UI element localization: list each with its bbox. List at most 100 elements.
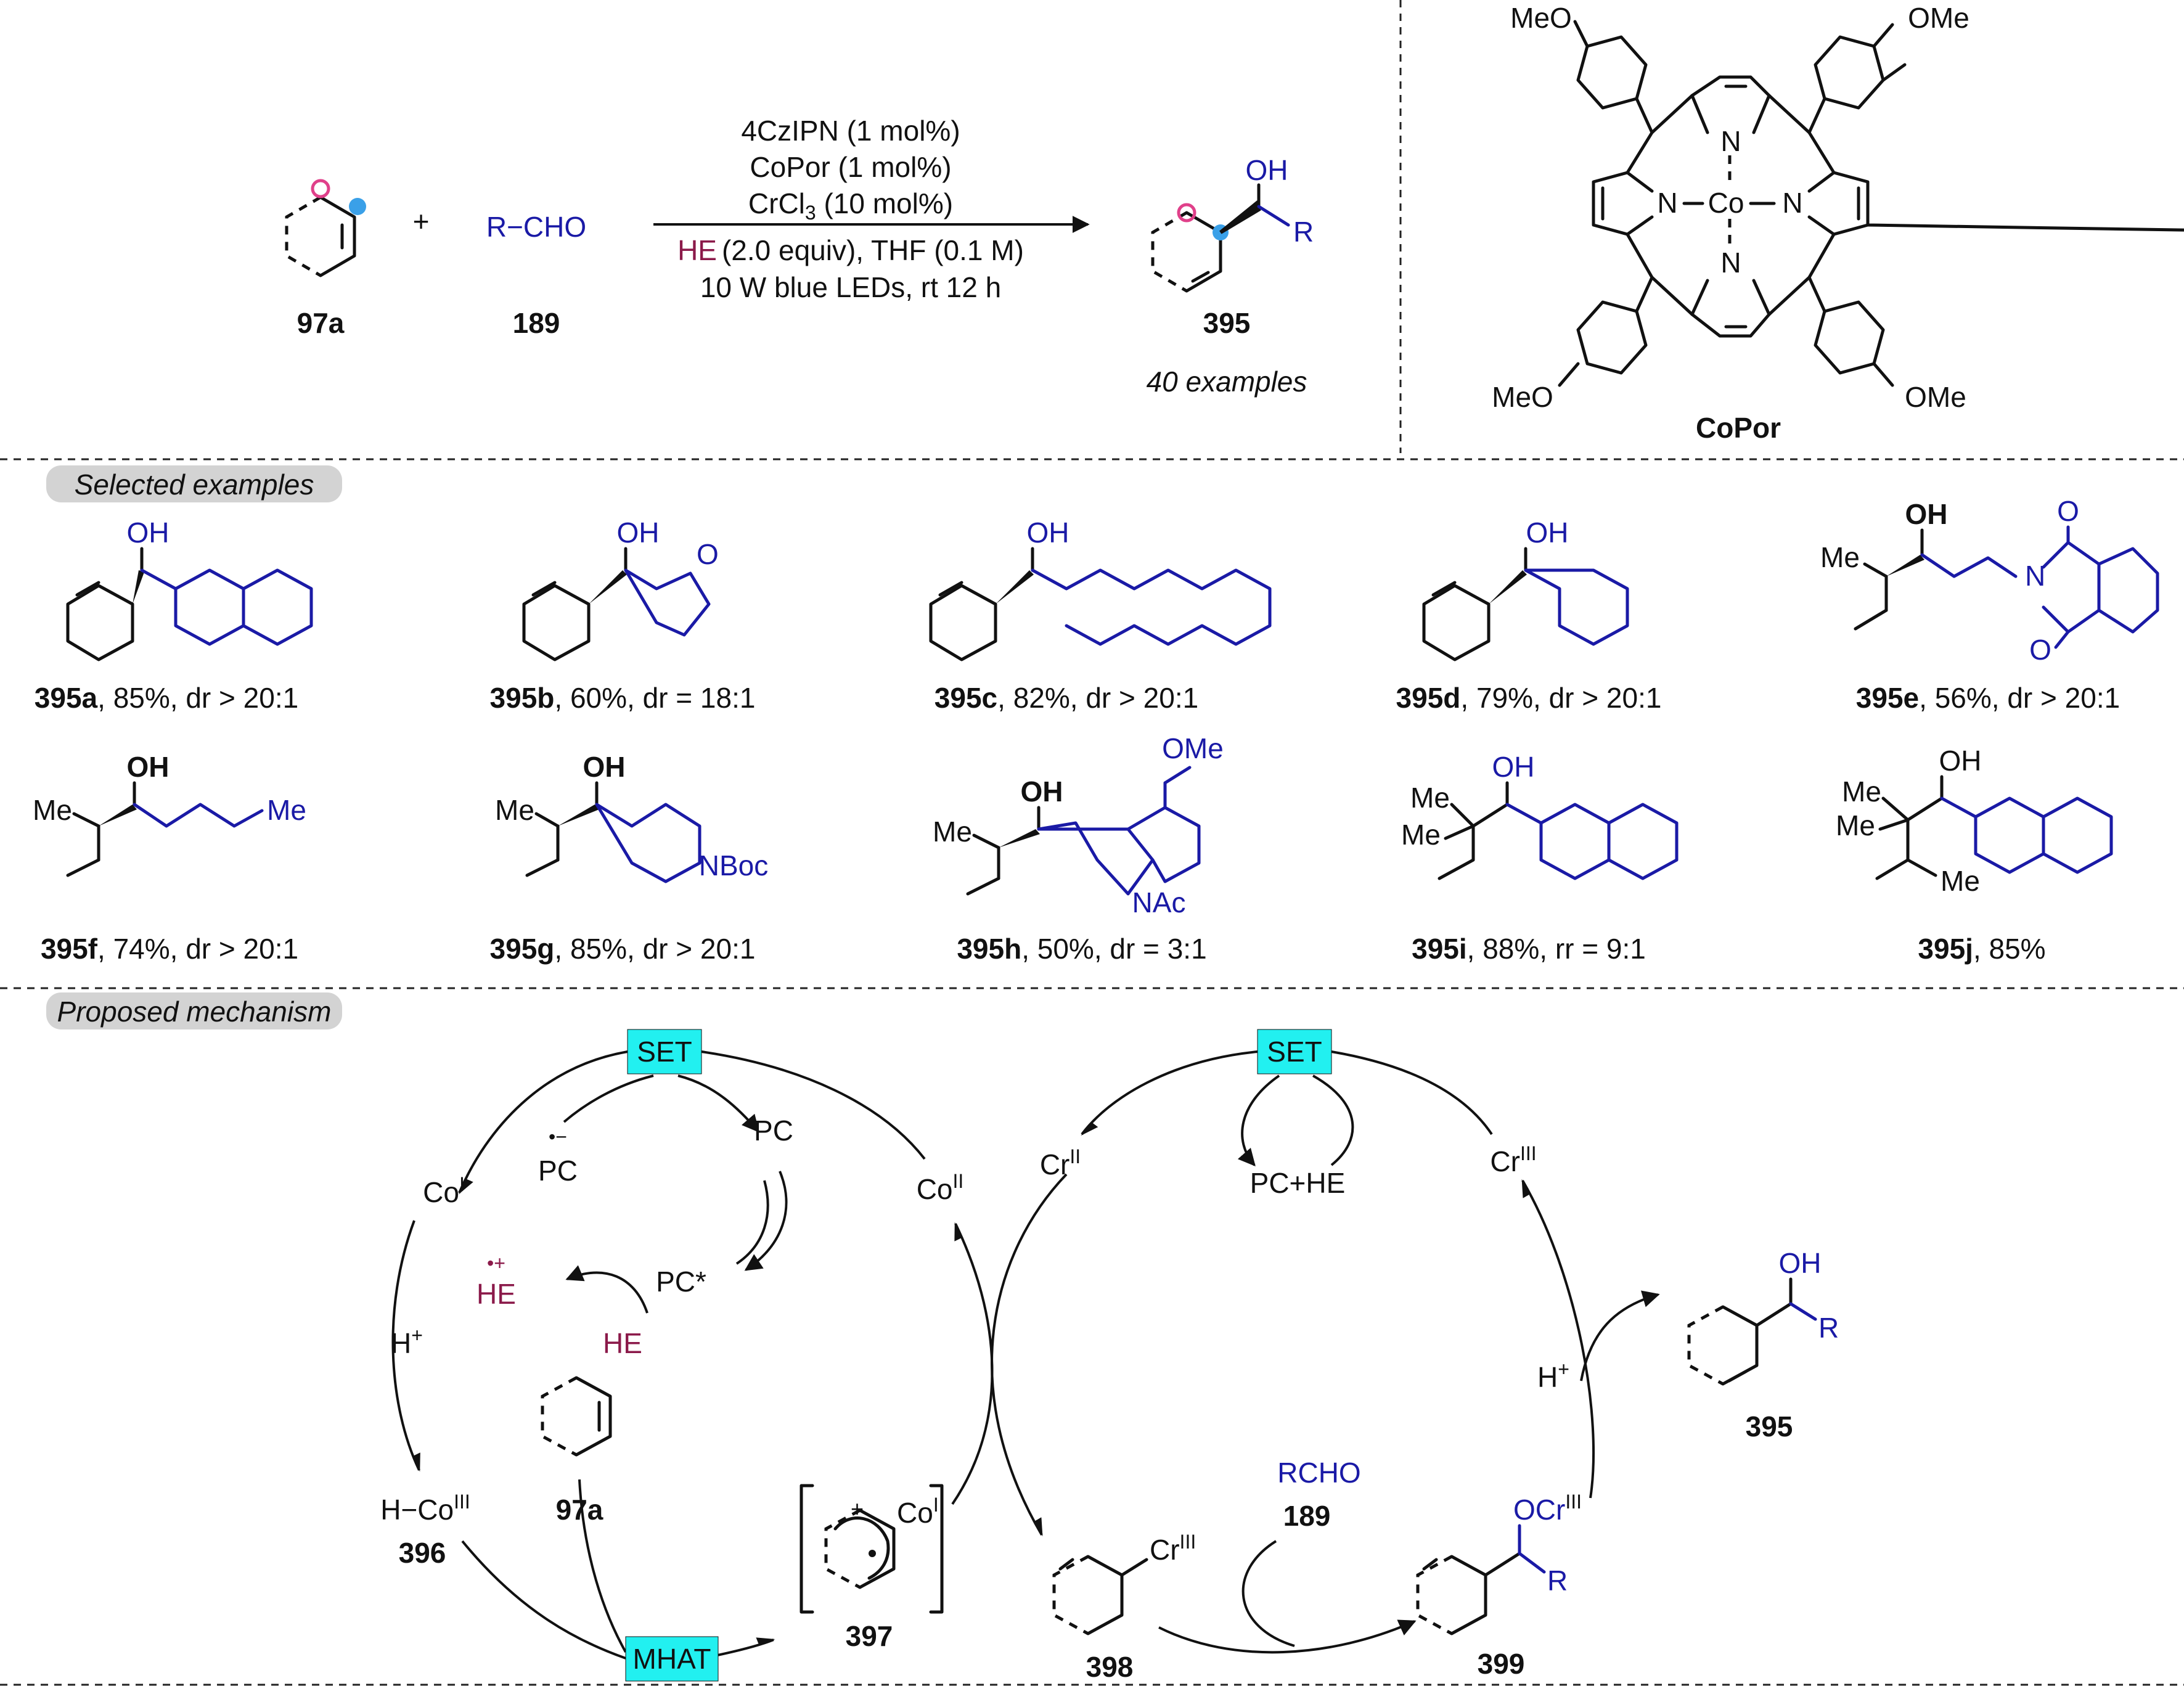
blue-site-marker <box>349 198 366 215</box>
cobalt-cycle: SET CoI PC •− PC PC* HE •+ HE CoII H+ 97… <box>380 1029 994 1682</box>
n-right: N <box>1782 187 1802 219</box>
condition-1: 4CzIPN (1 mol%) <box>741 115 960 147</box>
set-label-right: SET <box>1267 1036 1322 1068</box>
svg-text:Me: Me <box>33 794 72 826</box>
h-plus-right: H+ <box>1537 1358 1569 1393</box>
set-label-left: SET <box>637 1036 692 1068</box>
example-395d-structure: OH <box>1422 517 1629 661</box>
h-co-III-label: H−CoIII <box>380 1491 470 1526</box>
condition-5: 10 W blue LEDs, rt 12 h <box>700 271 1001 303</box>
example-395i-structure: Me Me OH <box>1401 751 1679 880</box>
r-395-mech: R <box>1818 1312 1839 1344</box>
cr-III-398: CrIII <box>1150 1531 1196 1566</box>
oh-395-mech: OH <box>1779 1247 1822 1279</box>
ome-bottom-right: OMe <box>1905 381 1966 413</box>
svg-text:Me: Me <box>933 816 972 848</box>
svg-text:OH: OH <box>583 751 626 783</box>
condition-3: CrCl3 (10 mol%) <box>748 187 953 224</box>
pc-label: PC <box>754 1115 793 1147</box>
svg-text:N: N <box>2025 560 2045 592</box>
ocr-III-label: OCrIII <box>1513 1491 1582 1526</box>
svg-text:OH: OH <box>1526 517 1569 549</box>
svg-text:Me: Me <box>267 794 306 826</box>
condition-2: CoPor (1 mol%) <box>750 151 951 183</box>
label-395-mech: 395 <box>1746 1410 1793 1442</box>
svg-text:OH: OH <box>1905 498 1948 530</box>
pc-he-label: PC+HE <box>1250 1167 1346 1199</box>
svg-text:O: O <box>2029 634 2051 666</box>
rcho-label: RCHO <box>1277 1457 1360 1489</box>
svg-text:OH: OH <box>1939 745 1982 777</box>
reactant-97a: 97a <box>285 179 366 339</box>
caption-395e: 395e, 56%, dr > 20:1 <box>1856 682 2120 714</box>
svg-text:Me: Me <box>1836 809 1875 841</box>
cr-II-label: CrII <box>1040 1145 1081 1180</box>
co-II-label: CoII <box>917 1170 964 1205</box>
n-bottom: N <box>1720 247 1741 279</box>
svg-text:Me: Me <box>1410 782 1450 814</box>
example-395b-structure: OH O <box>522 517 719 661</box>
co-II-397: CoII <box>897 1494 944 1529</box>
svg-text:Me: Me <box>1941 865 1980 897</box>
r-399: R <box>1547 1565 1568 1597</box>
copor-structure: Co N N N N MeO OMe <box>1492 2 2184 444</box>
svg-text:OH: OH <box>1021 775 1063 808</box>
label-189: 189 <box>513 307 560 339</box>
product-r: R <box>1293 216 1314 248</box>
label-97a-mech: 97a <box>556 1494 603 1526</box>
he-label: HE <box>603 1327 642 1359</box>
svg-text:Me: Me <box>1842 775 1881 808</box>
caption-395c: 395c, 82%, dr > 20:1 <box>935 682 1198 714</box>
svg-text:OH: OH <box>1492 751 1535 783</box>
h-plus-left: H+ <box>391 1324 423 1359</box>
co-center: Co <box>1708 187 1744 219</box>
caption-395h: 395h, 50%, dr = 3:1 <box>957 933 1206 965</box>
catalyst-label: CoPor <box>1696 412 1781 444</box>
example-395g-structure: Me OH NBoc <box>495 751 768 883</box>
examples-note: 40 examples <box>1147 366 1307 398</box>
svg-text:OH: OH <box>127 517 170 549</box>
pc-radical-anion-sup: •− <box>549 1126 567 1148</box>
ome-top-right: OMe <box>1908 2 1969 34</box>
mhat-box <box>625 1636 719 1682</box>
svg-text:OMe: OMe <box>1162 732 1224 764</box>
example-captions: 395a, 85%, dr > 20:1 395b, 60%, dr = 18:… <box>35 682 2120 965</box>
pc-radical-anion-label: PC <box>538 1155 578 1187</box>
svg-text:Me: Me <box>495 794 534 826</box>
selected-examples-header-bg <box>46 465 342 502</box>
label-97a: 97a <box>297 307 345 339</box>
svg-text:OH: OH <box>1027 517 1070 549</box>
svg-text:OH: OH <box>617 517 660 549</box>
reagent-text: R−CHO <box>486 211 586 243</box>
set-box-right <box>1257 1029 1332 1074</box>
product-395: OH R 395 40 examples <box>1147 154 1314 398</box>
svg-text:Me: Me <box>1820 541 1860 573</box>
caption-395b: 395b, 60%, dr = 18:1 <box>490 682 756 714</box>
he-radical-cation-sup: •+ <box>487 1252 505 1274</box>
caption-395i: 395i, 88%, rr = 9:1 <box>1412 933 1646 965</box>
label-189-mech: 189 <box>1283 1500 1331 1532</box>
selected-examples-header: Selected examples <box>75 469 314 501</box>
caption-395g: 395g, 85%, dr > 20:1 <box>490 933 756 965</box>
n-left: N <box>1657 187 1677 219</box>
plus-sign: + <box>413 205 430 237</box>
caption-395j: 395j, 85% <box>1918 933 2045 965</box>
condition-4: HE(2.0 equiv), THF (0.1 M) <box>677 234 1024 266</box>
label-398: 398 <box>1086 1651 1134 1683</box>
example-395f-structure: Me OH Me <box>33 751 306 877</box>
co-I-label: CoI <box>423 1173 465 1208</box>
cr-III-label: CrIII <box>1490 1142 1536 1177</box>
reaction-conditions: 4CzIPN (1 mol%) CoPor (1 mol%) CrCl3 (10… <box>653 115 1090 303</box>
cation-plus: + <box>851 1496 864 1521</box>
example-395j-structure: Me Me OH Me <box>1836 745 2113 897</box>
label-397: 397 <box>846 1620 893 1652</box>
caption-395d: 395d, 79%, dr > 20:1 <box>1396 682 1662 714</box>
mhat-label: MHAT <box>633 1643 711 1675</box>
meo-bottom-left: MeO <box>1492 381 1553 413</box>
meo-top-left: MeO <box>1510 2 1572 34</box>
example-395c-structure: OH <box>929 517 1272 661</box>
pink-site-marker <box>1177 203 1196 223</box>
radical-dot <box>869 1550 876 1557</box>
n-top: N <box>1720 125 1741 157</box>
svg-text:OH: OH <box>127 751 170 783</box>
